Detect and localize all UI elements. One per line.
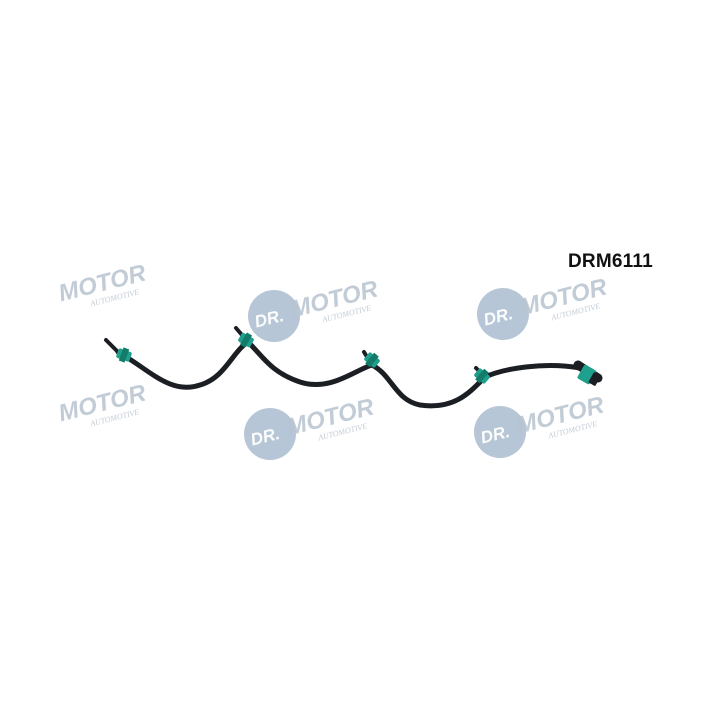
connector <box>577 364 601 386</box>
connector <box>238 332 254 348</box>
connector <box>364 352 380 368</box>
part-number-label: DRM6111 <box>568 251 653 272</box>
hose-line <box>115 338 583 409</box>
hose-stub <box>104 338 120 354</box>
connector <box>474 368 490 384</box>
connector <box>116 347 132 363</box>
